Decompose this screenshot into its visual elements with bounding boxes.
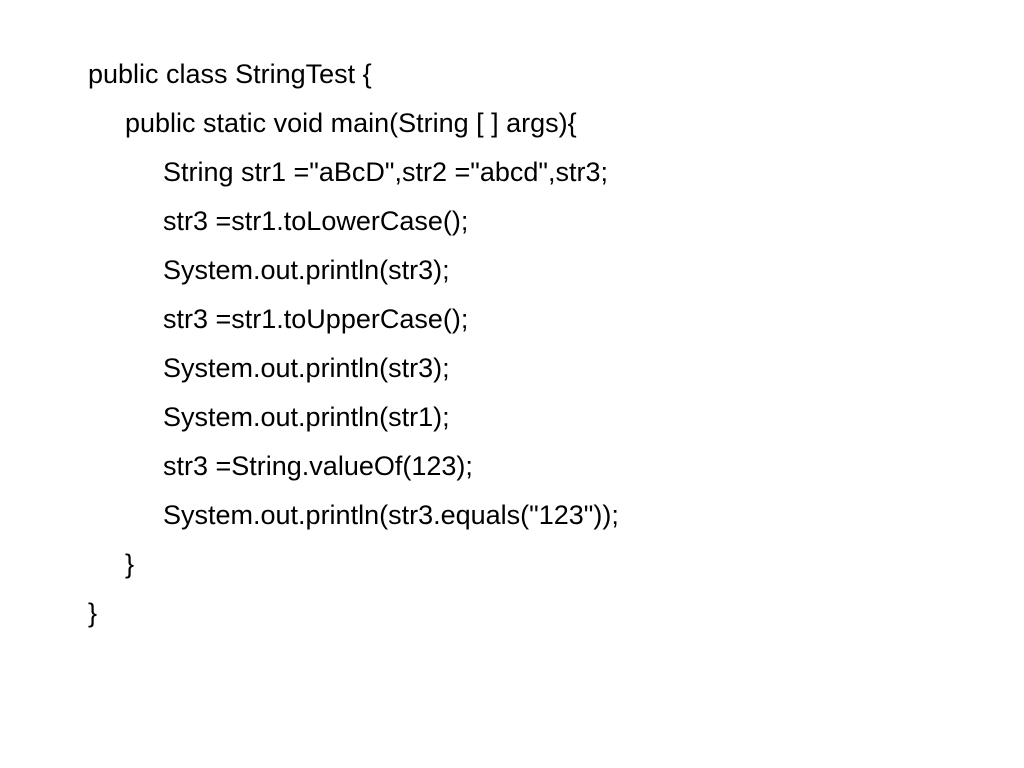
code-line-main-declaration: public static void main(String [ ] args)…: [125, 108, 577, 138]
code-line-println-equals: System.out.println(str3.equals("123"));: [163, 500, 619, 530]
code-line-println-str3-b: System.out.println(str3);: [163, 353, 450, 383]
code-line-close-class: }: [88, 598, 98, 628]
code-line-string-declaration: String str1 ="aBcD",str2 ="abcd",str3;: [163, 157, 609, 187]
code-line-to-lower-case: str3 =str1.toLowerCase();: [163, 206, 469, 236]
code-line-println-str3-a: System.out.println(str3);: [163, 255, 450, 285]
code-block: public class StringTest { public static …: [88, 50, 619, 638]
code-line-class-declaration: public class StringTest {: [88, 59, 372, 89]
code-line-value-of: str3 =String.valueOf(123);: [163, 451, 473, 481]
code-line-to-upper-case: str3 =str1.toUpperCase();: [163, 304, 469, 334]
code-line-close-main: }: [125, 549, 135, 579]
code-line-println-str1: System.out.println(str1);: [163, 402, 450, 432]
